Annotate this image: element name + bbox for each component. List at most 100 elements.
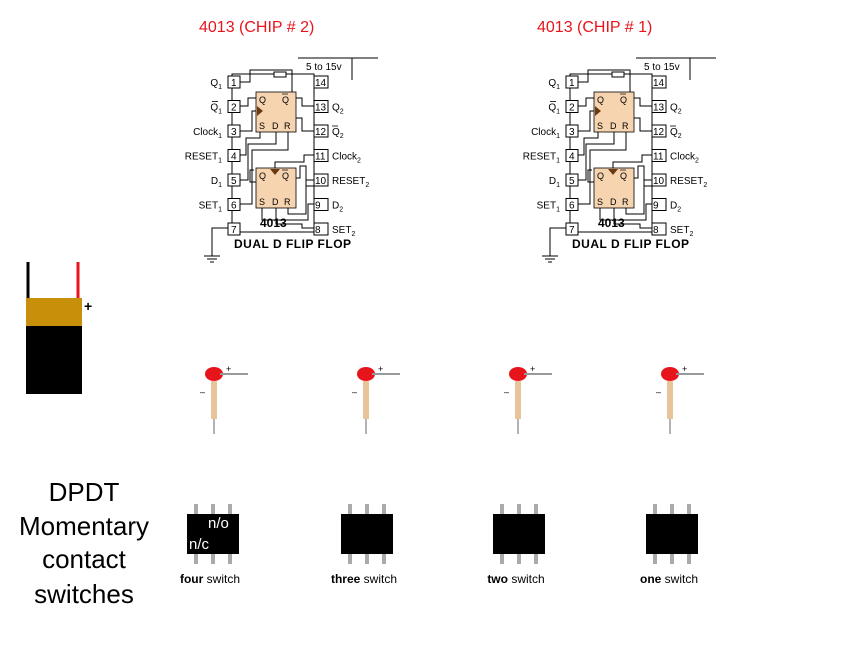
led-1: +– [200, 364, 248, 434]
switch-pin [365, 554, 369, 564]
pin-number: 13 [653, 103, 665, 114]
pin-number: 1 [569, 78, 575, 89]
clock-arrow [270, 169, 280, 175]
chip-notch [273, 71, 287, 78]
pin-label: Clock2 [670, 152, 699, 165]
chip-title: 4013 (CHIP # 1) [537, 19, 652, 36]
led-plus-mark: + [378, 364, 383, 374]
ff-qbar: Q [620, 95, 627, 105]
led-resistor [211, 381, 217, 419]
battery-cap [26, 298, 82, 326]
led-head [357, 367, 375, 381]
led-plus-mark: + [226, 364, 231, 374]
led-head [509, 367, 527, 381]
switch-label: two switch [487, 572, 544, 586]
ff-d: D [272, 121, 279, 131]
wire [287, 179, 314, 215]
ff-s: S [597, 197, 603, 207]
pin-number: 10 [315, 176, 327, 187]
pin-number: 3 [231, 127, 237, 138]
wire [240, 110, 256, 132]
wire [634, 117, 652, 132]
chip-2: 4013 (CHIP # 1)5 to 15v1Q12Q13Clock14RES… [523, 19, 716, 263]
wire [613, 208, 652, 229]
switch-body [187, 514, 239, 554]
ff-r: R [622, 197, 629, 207]
pin-label: D2 [332, 201, 343, 214]
switch-pin [534, 504, 538, 514]
wire [296, 117, 314, 132]
switch-pin [348, 504, 352, 514]
led-resistor [363, 381, 369, 419]
chip-1: 4013 (CHIP # 2)5 to 15v1Q12Q13Clock14RES… [185, 19, 378, 263]
wire [578, 132, 627, 205]
supply-label: 5 to 15v [306, 62, 342, 73]
wire [578, 110, 594, 132]
switch-no-label: n/o [208, 515, 229, 532]
switch-pin [517, 554, 521, 564]
wire [274, 154, 314, 168]
wire [634, 165, 652, 187]
ff-d: D [610, 197, 617, 207]
wire [578, 69, 631, 92]
ff-s: S [259, 121, 265, 131]
wire [578, 97, 594, 107]
pin-number: 11 [315, 152, 326, 163]
clock-arrow [257, 106, 263, 116]
switch-body [493, 514, 545, 554]
led-resistor [667, 381, 673, 419]
switch-4: one switch [640, 504, 698, 586]
switch-pin [670, 554, 674, 564]
wire [578, 132, 615, 181]
led-4: +– [656, 364, 704, 434]
pin-label: Clock2 [332, 152, 361, 165]
pin-label: Q2 [332, 127, 344, 140]
led-minus-mark: – [200, 387, 205, 397]
wire [211, 227, 228, 256]
switch-pin [687, 504, 691, 514]
pin-label: SET1 [199, 201, 222, 214]
pin-number: 7 [231, 225, 237, 236]
switch-pin [348, 554, 352, 564]
pin-box [313, 75, 329, 89]
pin-label: Q1 [548, 78, 560, 91]
wire [578, 132, 599, 156]
ff-s: S [259, 197, 265, 207]
pin-number: 4 [569, 152, 575, 163]
description-line: DPDT [49, 477, 120, 507]
wire [549, 227, 566, 256]
pin-number: 14 [653, 78, 665, 89]
ff-r: R [284, 197, 291, 207]
pin-number: 8 [653, 225, 659, 236]
pin-label: RESET1 [185, 152, 222, 165]
led-minus-mark: – [352, 387, 357, 397]
pin-number: 5 [569, 176, 575, 187]
pin-label: Q1 [210, 103, 222, 116]
pin-label: Clock1 [531, 127, 560, 140]
pin-box [565, 222, 579, 236]
switch-pin [194, 504, 198, 514]
wire [275, 208, 314, 229]
pin-label: Q1 [548, 103, 560, 116]
battery-body [26, 326, 82, 394]
wire [261, 203, 314, 221]
flip-flop-body [255, 167, 297, 209]
wire [587, 169, 594, 183]
pin-label: Q2 [670, 103, 682, 116]
switch-nc-label: n/c [189, 536, 210, 553]
switch-pin [365, 504, 369, 514]
chip-part-number: 4013 [260, 216, 287, 230]
wire [296, 165, 314, 187]
pin-label: RESET1 [523, 152, 560, 165]
wire [240, 69, 293, 92]
description-line: switches [34, 579, 134, 609]
wire [249, 169, 256, 183]
pin-label: Q2 [670, 127, 682, 140]
pin-label: Clock1 [193, 127, 222, 140]
pin-number: 13 [315, 103, 327, 114]
switch-pin [517, 504, 521, 514]
switch-pin [382, 554, 386, 564]
ff-q: Q [259, 95, 266, 105]
supply-label: 5 to 15v [644, 62, 680, 73]
